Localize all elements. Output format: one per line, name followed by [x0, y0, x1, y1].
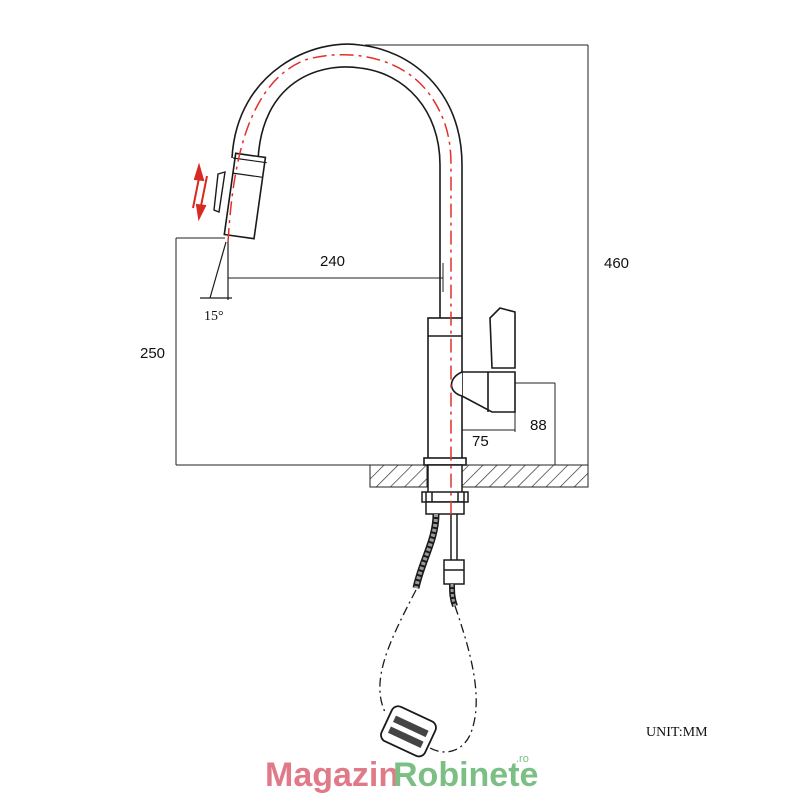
- watermark-suffix: .ro: [516, 753, 529, 765]
- lever-handle: [450, 307, 516, 413]
- supply-hoses: [412, 513, 465, 608]
- spray-button: [213, 171, 226, 213]
- shank-assembly: [421, 464, 469, 515]
- dim-handle-offset: 75: [472, 433, 489, 450]
- dimension-lines: [175, 44, 589, 466]
- dim-handle-height: 88: [530, 417, 547, 434]
- gooseneck-spout: [231, 43, 463, 318]
- dim-spray-angle: 15°: [204, 309, 224, 324]
- hanging-spray-head: [380, 705, 437, 758]
- watermark-part1: Magazin: [265, 756, 399, 794]
- centerline: [227, 53, 452, 520]
- dim-spout-height: 250: [140, 345, 165, 362]
- double-arrow-icon: [192, 162, 208, 222]
- dim-spout-reach: 240: [320, 253, 345, 270]
- pullout-hose-loop: [379, 589, 477, 753]
- spray-head: [223, 152, 267, 240]
- dim-total-height: 460: [604, 255, 629, 272]
- unit-label: UNIT:MM: [646, 725, 708, 740]
- watermark-logo: Magazin Robinete .ro: [265, 753, 538, 794]
- spray-direction: [200, 241, 232, 300]
- counter-top: [369, 464, 589, 488]
- watermark-part2: Robinete: [393, 756, 538, 794]
